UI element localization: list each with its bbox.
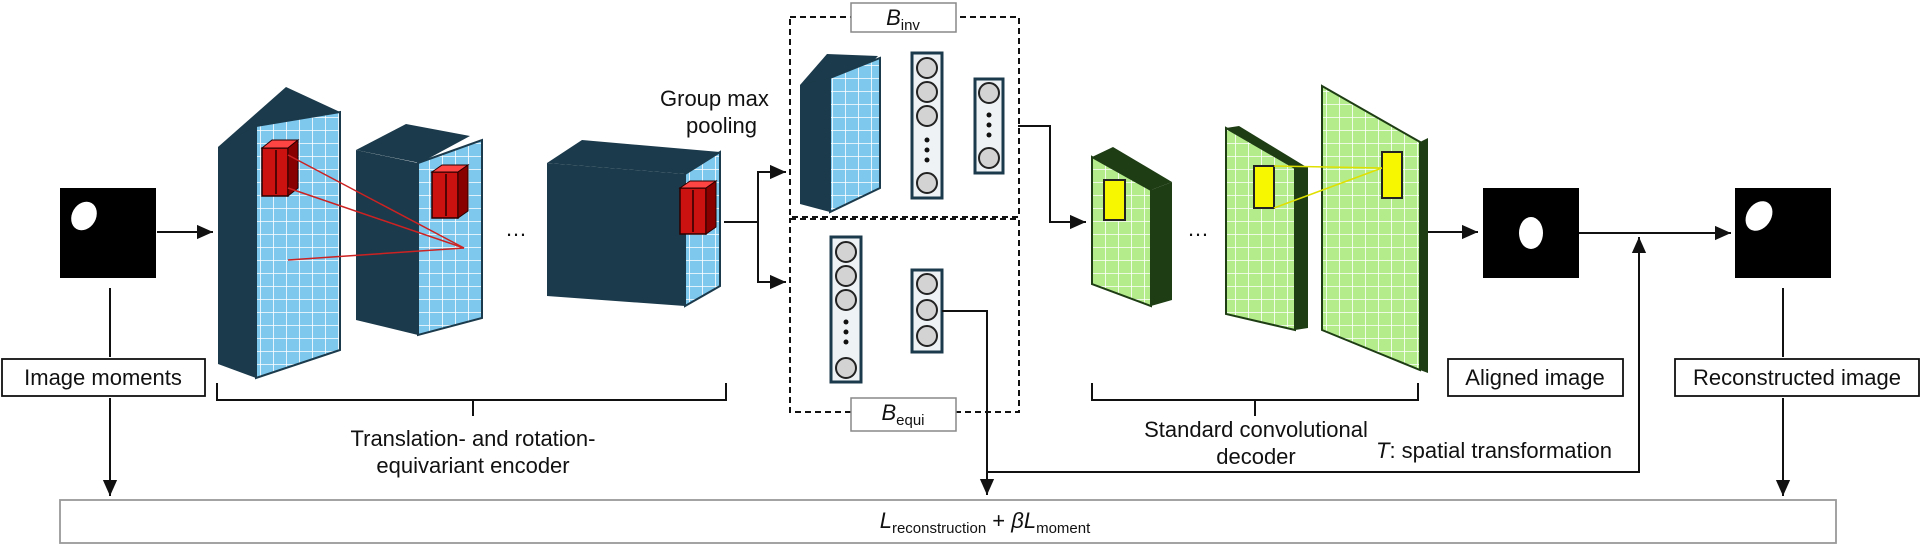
decoder-label-line2: decoder (1216, 444, 1296, 469)
encoder-ellipsis: … (505, 216, 527, 241)
b-equi-subscript: equi (896, 412, 924, 429)
spatial-transformation-label: T: spatial transformation (1376, 438, 1612, 463)
b-inv-label-box: Binv (850, 2, 957, 34)
encoder-block-2 (356, 124, 483, 337)
encoder-block-1 (218, 87, 341, 380)
neuron-column-equi-large (829, 235, 863, 384)
aligned-image-label: Aligned image (1465, 365, 1604, 390)
b-equi-label-box: Bequi (850, 397, 957, 432)
image-moments-label: Image moments (24, 365, 182, 390)
group-pooling-label-line1: Group max (660, 86, 769, 111)
decoder-label-line1: Standard convolutional (1144, 417, 1368, 442)
loss-box: Lreconstruction + βLmoment (59, 499, 1837, 544)
pooled-feature-map (800, 54, 881, 214)
b-equi-dashed-box (789, 218, 1020, 413)
receptive-field-lines (287, 154, 465, 261)
encoder-bracket (216, 383, 727, 416)
image-moments-box: Image moments (1, 358, 206, 397)
decoder-block-3 (1321, 84, 1428, 373)
encoder-label-line1: Translation- and rotation- (351, 426, 596, 451)
group-pooling-label-line2: pooling (686, 113, 757, 138)
loss-formula: Lreconstruction + βLmoment (880, 508, 1091, 537)
decoder-kernel-lines (1273, 165, 1383, 209)
input-image (60, 188, 156, 278)
aligned-image (1483, 188, 1579, 278)
encoder-label-line2: equivariant encoder (376, 453, 569, 478)
decoder-block-2 (1225, 126, 1308, 332)
b-equi-symbol: B (881, 400, 896, 425)
decoder-ellipsis: … (1187, 216, 1209, 241)
kernel-red-1 (260, 138, 300, 198)
reconstructed-image-label: Reconstructed image (1693, 365, 1901, 390)
neuron-column-equi-small (910, 268, 944, 354)
svg-text:Binv: Binv (886, 5, 920, 34)
neuron-column-inv-large (910, 51, 944, 200)
neuron-column-inv-small (973, 77, 1005, 175)
decoder-block-1 (1091, 147, 1172, 308)
svg-text:Bequi: Bequi (881, 400, 924, 429)
reconstructed-image-box: Reconstructed image (1674, 358, 1920, 397)
b-inv-subscript: inv (901, 17, 921, 34)
kernel-red-3 (678, 180, 718, 235)
aligned-image-box: Aligned image (1447, 358, 1624, 397)
kernel-red-2 (430, 164, 470, 219)
decoder-bracket (1091, 383, 1419, 416)
b-inv-symbol: B (886, 5, 901, 30)
connector-arrows (102, 125, 1791, 496)
reconstructed-image (1735, 188, 1831, 278)
